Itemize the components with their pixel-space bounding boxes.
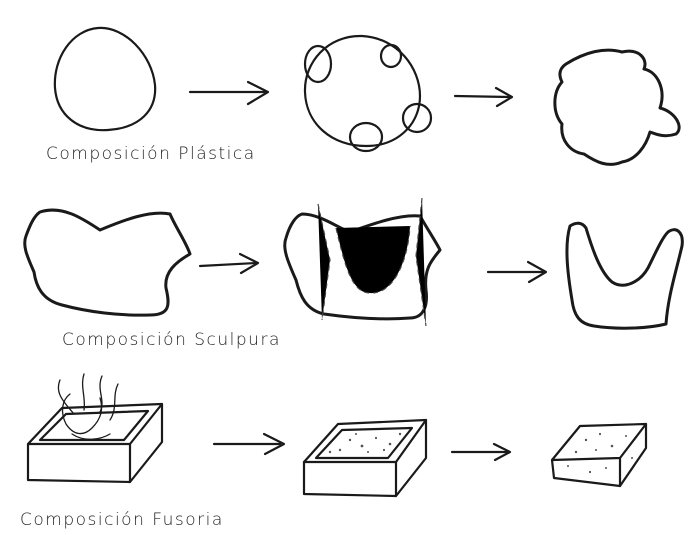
caption-row3: Composición Fusoria [20, 510, 224, 530]
row2-stage1-blob [25, 210, 190, 315]
row3-arrow2 [452, 444, 510, 460]
row2-arrow2 [488, 262, 546, 282]
row1-stage1-blob [55, 28, 155, 130]
row2-arrow1 [200, 254, 258, 273]
row3-stage1-mold-with-pour [28, 374, 162, 482]
row3-stage3-cast-block [552, 424, 646, 486]
row1-stage3-merged-blob [555, 50, 679, 164]
caption-row2: Composición Sculpura [62, 330, 281, 350]
row1-arrow2 [455, 88, 512, 106]
row2-stage3-u-shape [567, 223, 682, 328]
row2-stage2-blob-with-cutlines [285, 198, 440, 326]
row1-stage2-circle-with-lumps [305, 36, 431, 151]
row1-arrow1 [190, 82, 268, 104]
caption-row1: Composición Plástica [46, 144, 256, 164]
row3-arrow1 [214, 434, 284, 454]
row3-stage2-filled-mold [304, 420, 426, 496]
